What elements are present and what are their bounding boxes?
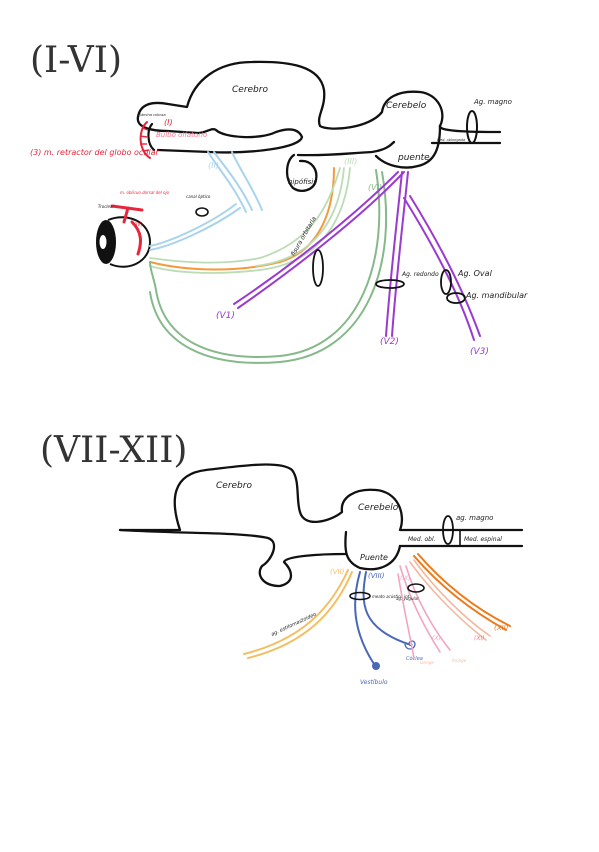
ag-redondo-ring [375, 279, 405, 289]
label-v1: (V1) [216, 311, 235, 321]
label-nervio-VII: (VII) [330, 568, 345, 576]
label-ag-magno-top: Ag. magno [473, 98, 512, 106]
ag-oval-ring [440, 269, 452, 295]
label-nervio-VI: (VI) [368, 183, 382, 192]
section-title-bottom: (VII-XII) [40, 430, 187, 471]
puente-bottom [344, 530, 524, 571]
canal-optico-ring [195, 207, 209, 217]
label-nervio-XI: (XI) [474, 635, 485, 642]
nervio-XII [413, 553, 511, 631]
nervio-V3 [403, 195, 481, 341]
brain-outline-top [136, 60, 502, 134]
label-nervio-XII: (XII) [494, 624, 509, 632]
brain-base-top [136, 115, 396, 157]
label-ag-oval: Ag. Oval [457, 269, 493, 278]
ag-magno-ring-bottom [442, 515, 454, 545]
label-med-oblongada: Med. oblongada [437, 138, 465, 142]
vestibulo-node [372, 662, 380, 670]
nervio-II [149, 151, 263, 251]
label-faringe: faringe [452, 658, 467, 663]
coclea-spiral [404, 640, 416, 650]
ag-mandibular-ring [446, 292, 466, 304]
label-retractor: (3) m. retractor del globo ocular [30, 148, 160, 157]
nervio-I-fibers [139, 127, 150, 152]
label-troclear: Troclear [98, 204, 114, 209]
label-puente-bottom: Puente [360, 553, 388, 562]
hipofisis [285, 153, 318, 192]
nervio-VI-loop [149, 169, 388, 364]
label-bulbo: Bulbo olfatorio [156, 131, 207, 139]
label-nervio-X: (X) [432, 635, 441, 642]
nervio-IX-X [397, 565, 451, 659]
label-cerebelo-bottom: Cerebelo [358, 503, 399, 513]
label-oblicuo: m. oblicuo dorsal del ojo [120, 190, 170, 195]
label-vestibulo: Vestíbulo [360, 679, 388, 686]
label-nervio-VIII: (VIII) [368, 572, 385, 580]
label-ag-magno-bottom: ag. magno [456, 514, 493, 522]
label-v3: (V3) [470, 347, 489, 357]
brain-outline-bottom [118, 463, 524, 532]
label-cerebro-bottom: Cerebro [216, 481, 252, 491]
nervio-VII [243, 569, 353, 659]
label-lamina: lámina cribosa [140, 113, 166, 117]
label-laringe: laringe [420, 660, 434, 665]
brain-base-bottom [118, 528, 348, 588]
label-cerebro-top: Cerebro [232, 85, 268, 95]
label-v2: (V2) [380, 337, 399, 347]
nervio-V1 [233, 171, 405, 309]
label-ag-mandibular: Ag. mandibular [465, 291, 528, 300]
ag-magno-ring-top [466, 110, 478, 144]
lamina-cribosa [147, 122, 156, 152]
nervio-VI-fibers [149, 167, 351, 274]
label-ag-redondo: Ag. redondo [401, 271, 439, 278]
label-puente-top: puente [397, 153, 430, 163]
label-nervio-IV: (IV) [134, 222, 143, 228]
label-canal-optico: canal óptico [186, 194, 211, 199]
label-cerebelo-top: Cerebelo [386, 101, 427, 111]
label-nervio-III: (III) [344, 157, 357, 166]
nervio-III [149, 167, 335, 271]
label-med-espinal: Med. espinal [464, 536, 502, 543]
label-meato: meato acústico int. [372, 594, 410, 599]
section-title-top: (I-VI) [30, 40, 122, 81]
ag-yugular-ring [407, 583, 425, 593]
label-nervio-II: (II) [208, 161, 219, 170]
label-ag-yugular: ag. yugular [396, 596, 419, 601]
nervio-V2 [385, 171, 409, 337]
meato-ring [349, 591, 371, 601]
nervio-VIII [354, 571, 409, 665]
eye-muscles [110, 204, 144, 256]
label-nervio-IX: (IX) [400, 575, 411, 582]
nervio-I-curve [139, 121, 151, 159]
label-med-obl: Med. obl. [408, 536, 436, 543]
label-hipofisis: hipófisis [288, 178, 317, 186]
fisura-orbitaria-ring [312, 249, 324, 287]
label-nervio-I: (I) [164, 118, 173, 127]
nervio-XI [409, 559, 491, 641]
